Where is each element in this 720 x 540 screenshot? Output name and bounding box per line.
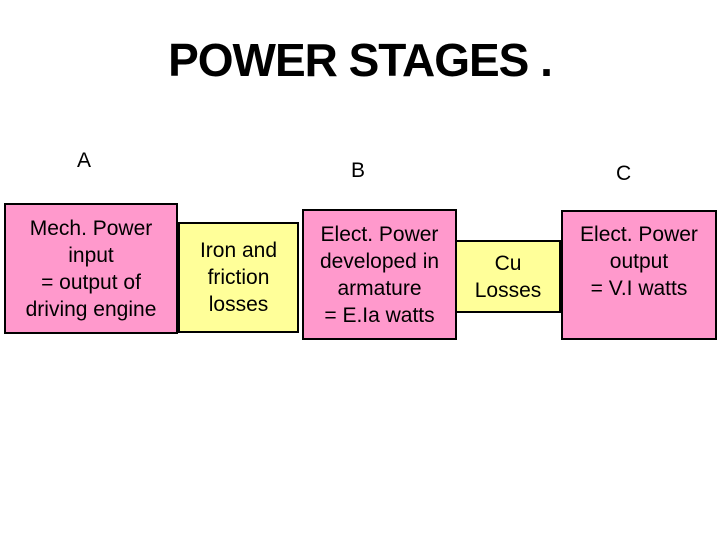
box-mech-power-input: Mech. Power input = output of driving en… [4,203,178,334]
box-text-line: output [609,250,669,273]
box-text-line: developed in [319,249,440,273]
box-text-line: Losses [474,278,542,302]
box-cu-losses: Cu Losses [455,240,561,313]
slide-title: POWER STAGES . [168,34,553,86]
stage-label-b: B [351,159,366,182]
box-text-line: Mech. Power [29,216,153,240]
box-text-line: = E.Ia watts [324,303,435,327]
box-iron-friction-losses: Iron and friction losses [178,222,299,333]
box-text-line: Iron and [199,239,278,262]
box-text-line: input [68,243,114,267]
stage-label-c: C [616,162,632,185]
box-elect-power-output: Elect. Power output = V.I watts [561,210,717,340]
box-text-line: = V.I watts [590,277,688,300]
box-elect-power-developed-in-armature: Elect. Power developed in armature = E.I… [302,209,457,340]
box-text-line: driving engine [25,297,157,321]
box-text-line: losses [208,293,269,316]
box-text-line: Cu [494,251,522,275]
box-text-line: = output of [41,270,141,294]
box-text-line: friction [207,266,270,289]
box-text-line: Elect. Power [320,222,439,246]
box-text-line: Elect. Power [580,223,698,246]
stage-label-a: A [77,149,92,172]
box-text-line: armature [337,276,422,300]
